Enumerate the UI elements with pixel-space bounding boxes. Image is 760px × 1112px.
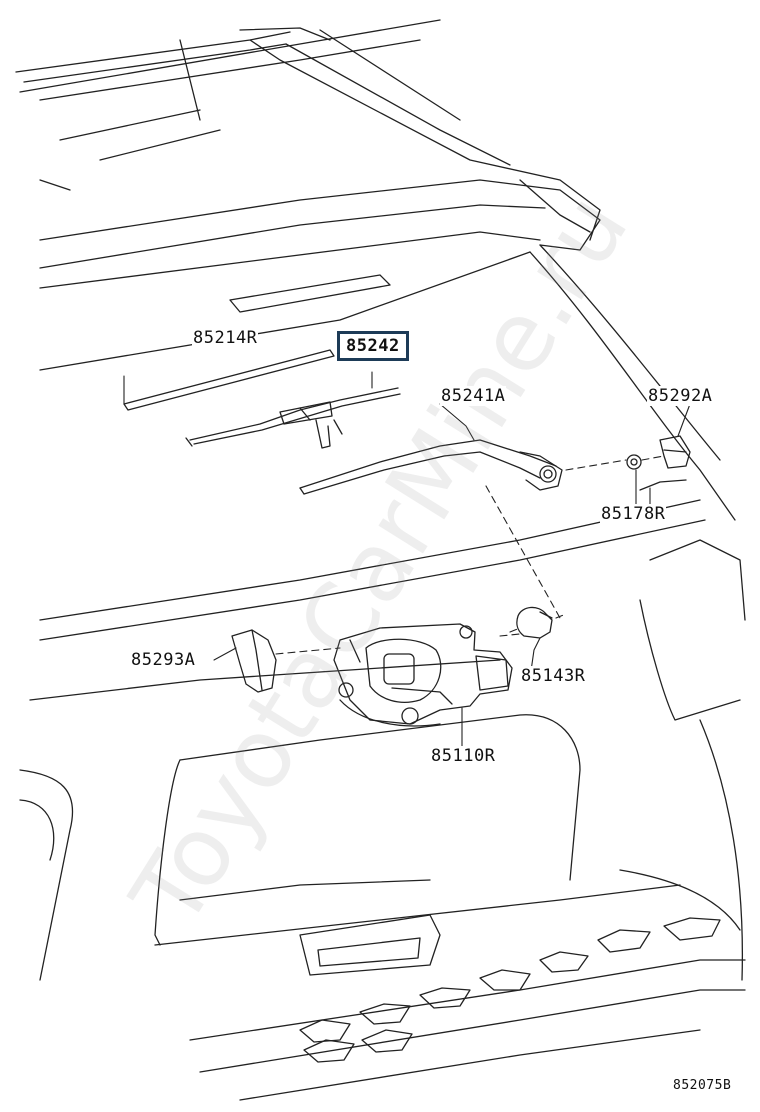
part-label-85110R[interactable]: 85110R <box>430 746 497 766</box>
part-label-85214R[interactable]: 85214R <box>192 328 259 348</box>
figure-number: 852075B <box>672 1076 733 1096</box>
wiper-arm-part <box>299 439 563 495</box>
wiper-motor-part <box>333 623 513 727</box>
part-label-85292A[interactable]: 85292A <box>647 386 714 406</box>
wiper-blade-part <box>185 387 401 449</box>
rear-glass-outline <box>39 244 736 641</box>
assembly-lines <box>275 455 665 655</box>
part-label-85241A[interactable]: 85241A <box>440 386 507 406</box>
cover-part <box>231 629 277 693</box>
spoiler-outline <box>39 179 601 313</box>
grommet-part <box>516 606 553 639</box>
roof-outline <box>15 19 601 241</box>
leader-lines <box>123 371 691 749</box>
part-label-85293A[interactable]: 85293A <box>130 650 197 670</box>
part-label-85178R[interactable]: 85178R <box>600 504 667 524</box>
nut-part <box>626 454 642 470</box>
tailgate-outline <box>19 539 746 981</box>
wiper-rubber-part <box>123 349 335 411</box>
part-label-85242-highlighted[interactable]: 85242 <box>337 331 409 361</box>
rear-bumper-outline <box>189 917 746 1101</box>
part-label-85143R[interactable]: 85143R <box>520 666 587 686</box>
pivot-cap-part <box>639 435 691 491</box>
